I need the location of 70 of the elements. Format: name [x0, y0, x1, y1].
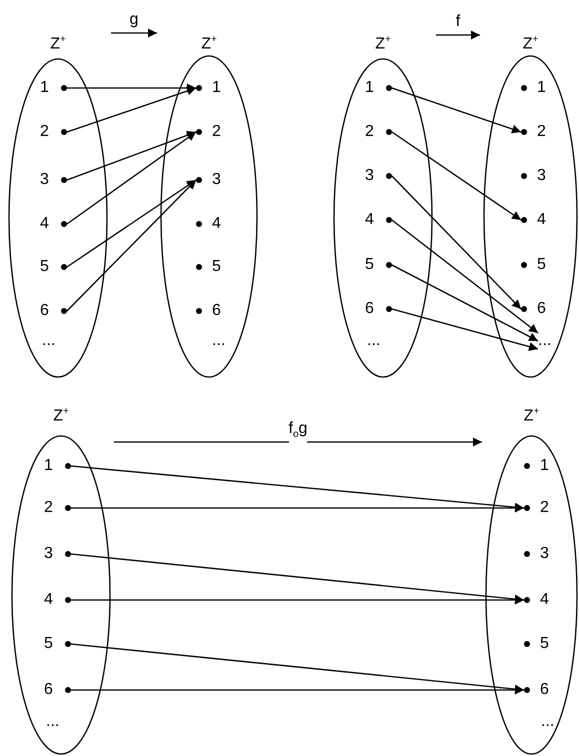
element-label: 4 — [44, 590, 53, 610]
arrow — [111, 28, 157, 38]
element-label: 5 — [44, 634, 53, 654]
element-label: 3 — [537, 166, 546, 186]
element-label: 4 — [40, 214, 49, 234]
arrow — [391, 176, 522, 310]
set-label: Z$^{+}$ — [53, 405, 69, 426]
element-label: 5 — [40, 257, 49, 277]
set-label: Z$^{+}$ — [522, 33, 538, 54]
set-label: Z$^{+}$ — [375, 33, 391, 54]
element-label: 1 — [537, 78, 546, 98]
element-label: 5 — [540, 634, 549, 654]
element-label: 4 — [212, 214, 221, 234]
element-label: 3 — [365, 166, 374, 186]
arrow — [70, 686, 524, 694]
edge-label: f$_{o}$g — [288, 420, 308, 444]
element-label: 5 — [212, 257, 221, 277]
element-label: 2 — [365, 122, 374, 142]
arrow — [392, 87, 522, 134]
arrow — [70, 504, 524, 512]
element-label: 6 — [540, 680, 549, 700]
element-label: ... — [46, 712, 60, 732]
element-label: 5 — [537, 255, 546, 275]
arrow — [70, 465, 524, 512]
element-label: 1 — [212, 78, 221, 98]
element-label: 6 — [40, 301, 49, 321]
arrow — [66, 131, 196, 225]
arrow — [392, 308, 538, 351]
element-label: ... — [538, 331, 552, 351]
element-label: 3 — [44, 544, 53, 564]
element-label: 2 — [540, 498, 549, 518]
arrow — [66, 86, 196, 133]
element-label: ... — [42, 331, 56, 351]
set-label: Z$^{+}$ — [50, 33, 66, 54]
element-label: 1 — [365, 78, 374, 98]
arrow — [70, 643, 524, 694]
element-label: ... — [367, 331, 380, 351]
arrow — [392, 131, 522, 221]
element-label: 2 — [537, 122, 546, 142]
set-label: Z$^{+}$ — [524, 405, 540, 426]
element-label: 5 — [365, 255, 374, 275]
arrow — [114, 438, 482, 446]
element-label: 4 — [365, 210, 374, 230]
arrow — [70, 553, 524, 604]
set-label: Z$^{+}$ — [201, 33, 217, 54]
element-label: 1 — [44, 456, 53, 476]
arrow — [392, 264, 538, 342]
arrow — [66, 130, 196, 181]
arrow — [70, 596, 524, 604]
arrow — [392, 219, 538, 334]
element-label: 3 — [40, 170, 49, 190]
element-label: 2 — [40, 122, 49, 142]
arrow — [436, 30, 480, 40]
element-label: ... — [541, 712, 554, 732]
element-label: 6 — [44, 680, 53, 700]
element-label: 6 — [365, 299, 374, 319]
element-label: 3 — [540, 544, 549, 564]
element-label: 6 — [537, 299, 546, 319]
element-label: 4 — [537, 210, 546, 230]
element-label: 4 — [540, 590, 549, 610]
element-label: 1 — [540, 456, 549, 476]
element-label: 6 — [212, 301, 221, 321]
element-label: 1 — [40, 78, 49, 98]
arrow — [66, 179, 196, 268]
element-label: 3 — [212, 170, 221, 190]
element-label: 2 — [212, 122, 221, 142]
arrow — [66, 180, 196, 312]
element-label: ... — [212, 331, 226, 351]
arrow — [66, 84, 196, 92]
element-label: 2 — [44, 498, 53, 518]
